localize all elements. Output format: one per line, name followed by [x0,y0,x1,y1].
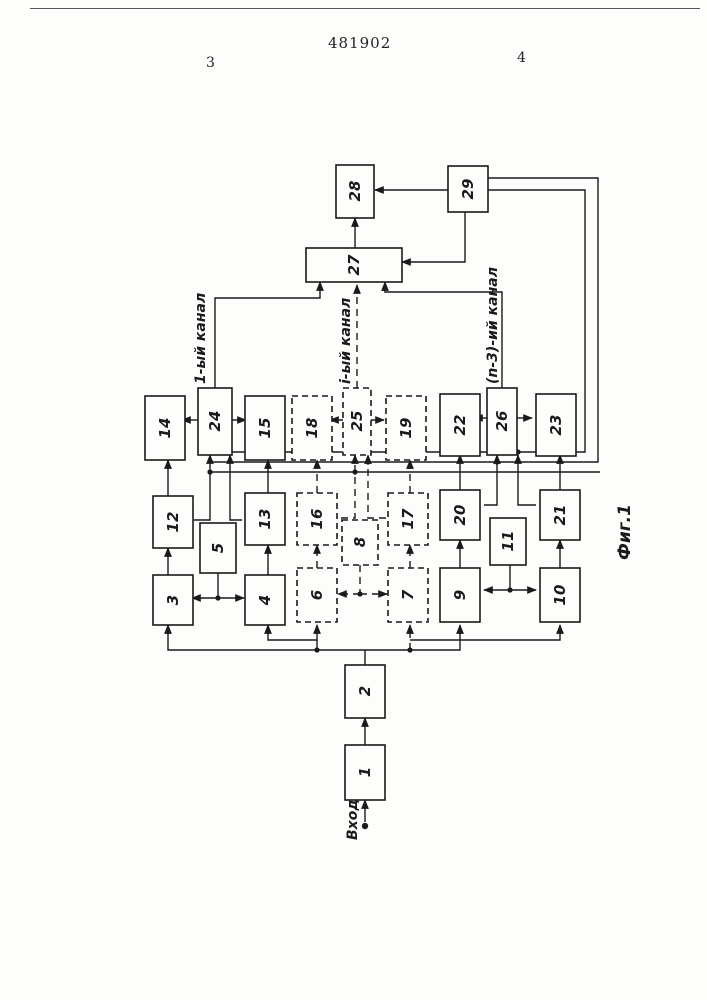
block-28-label: 28 [346,181,364,202]
block-13: 13 [245,493,285,545]
block-10-label: 10 [551,585,569,606]
block-20: 20 [440,490,480,540]
block-12: 12 [153,496,193,548]
block-27: 27 [306,248,402,282]
block-7-label: 7 [399,589,417,600]
block-19-label: 19 [397,418,415,439]
block-22-label: 22 [451,415,469,436]
block-21-label: 21 [551,505,569,526]
block-19: 19 [386,396,426,460]
block-28: 28 [336,165,374,218]
block-11: 11 [490,518,526,565]
block-14-label: 14 [156,418,174,439]
block-6-label: 6 [308,590,326,600]
block-25-label: 25 [348,411,366,432]
block-17-label: 17 [399,508,417,529]
block-2: 2 [345,665,385,718]
input-label: Вход [345,799,361,840]
channel-label-n3: (n-3)-ий канал [485,267,501,384]
block-27-label: 27 [345,254,363,275]
block-26: 26 [487,388,517,455]
block-4: 4 [245,575,285,625]
block-26-label: 26 [493,411,511,432]
block-8: 8 [342,520,378,565]
block-11-label: 11 [499,531,517,552]
block-16: 16 [297,493,337,545]
block-9: 9 [440,568,480,622]
figure-caption: Фиг.1 [615,504,635,560]
block-5: 5 [200,523,236,573]
block-25: 25 [343,388,371,455]
channel-label-1: 1-ый канал [193,293,209,384]
block-23-label: 23 [547,415,565,436]
block-18-label: 18 [303,418,321,439]
block-1: 1 [345,745,385,800]
block-6: 6 [297,568,337,622]
block-24-label: 24 [206,411,224,432]
block-4-label: 4 [256,595,274,606]
block-3-label: 3 [164,595,182,605]
block-20-label: 20 [451,505,469,526]
block-17: 17 [388,493,428,545]
block-21: 21 [540,490,580,540]
block-18: 18 [292,396,332,460]
block-15: 15 [245,396,285,460]
block-14: 14 [145,396,185,460]
block-2-label: 2 [356,686,374,696]
block-5-label: 5 [209,543,227,553]
block-1-label: 1 [356,767,374,777]
block-15-label: 15 [256,418,274,439]
block-10: 10 [540,568,580,622]
block-12-label: 12 [164,512,182,533]
block-8-label: 8 [351,537,369,547]
block-23: 23 [536,394,576,456]
block-16-label: 16 [308,509,326,530]
block-29-label: 29 [459,179,477,200]
block-7: 7 [388,568,428,622]
block-9-label: 9 [451,590,469,600]
block-29: 29 [448,166,488,212]
block-24: 24 [198,388,232,455]
block-22: 22 [440,394,480,456]
block-3: 3 [153,575,193,625]
channel-label-i: i-ый канал [338,298,354,384]
block-13-label: 13 [256,509,274,530]
